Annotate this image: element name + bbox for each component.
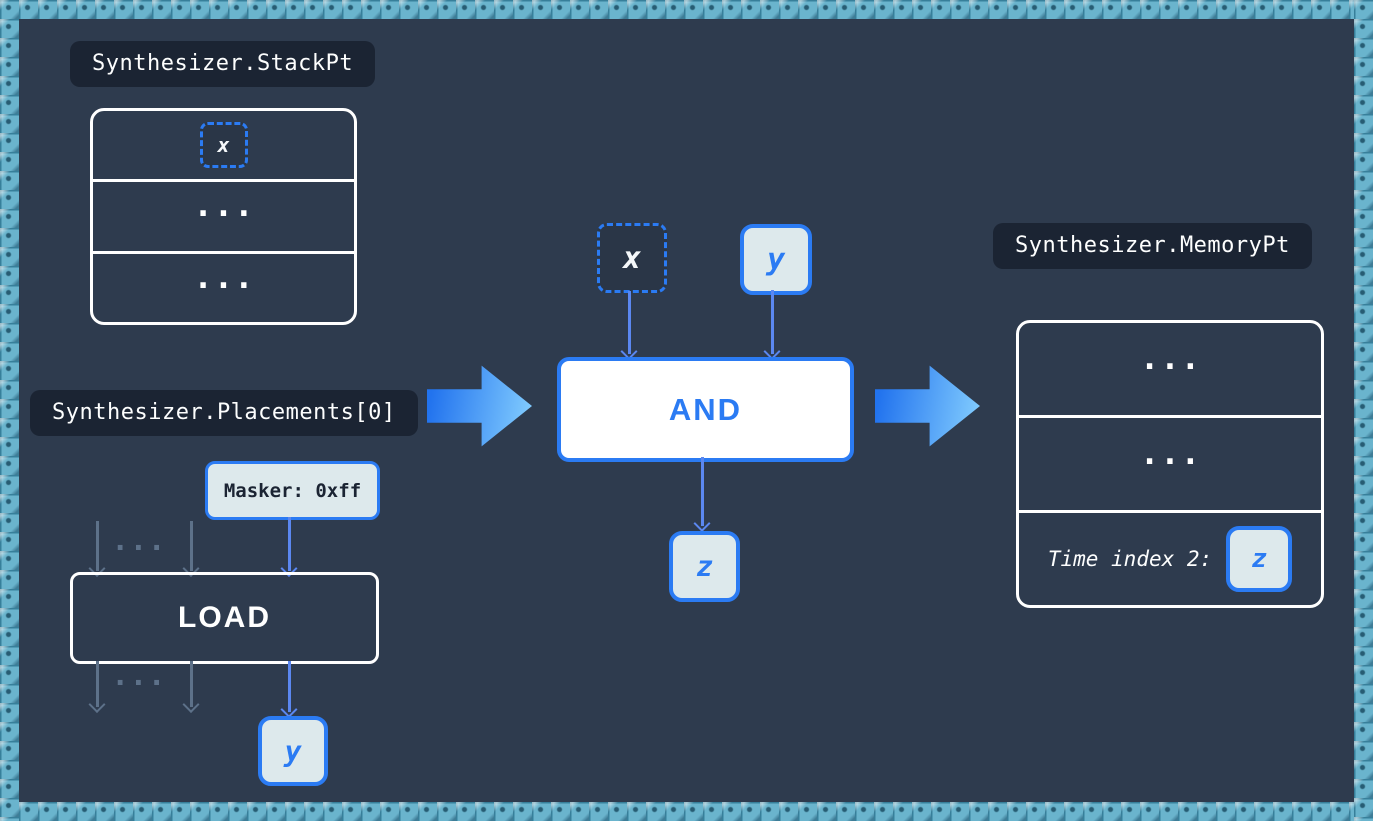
stack-var-letter: x xyxy=(217,133,230,158)
arrow-into-load-1 xyxy=(96,521,99,571)
stack-title: Synthesizer.StackPt xyxy=(70,41,376,87)
stack-var-chip: x xyxy=(199,122,248,169)
memory-title: Synthesizer.MemoryPt xyxy=(993,223,1312,269)
memory-row-1-ellipsis: ... xyxy=(1143,342,1206,377)
gate-input-y-letter: y xyxy=(766,242,786,277)
placements-output-chip: y xyxy=(258,716,328,786)
memory-row-1: ... xyxy=(1019,323,1321,415)
and-gate-box: AND xyxy=(557,357,854,462)
stack-row-2: ... xyxy=(93,179,354,250)
flow-arrow-left-icon xyxy=(427,365,532,447)
arrow-into-load-2 xyxy=(190,521,193,571)
stack-row-3-ellipsis: ... xyxy=(197,260,259,296)
memory-row-3: Time index 2: z xyxy=(1019,510,1321,605)
masker-box: Masker: 0xff xyxy=(205,461,380,520)
gate-input-x-letter: x xyxy=(622,240,642,276)
border-tiles-left xyxy=(0,0,19,821)
border-tiles-top xyxy=(0,0,1373,19)
memory-z-chip: z xyxy=(1226,526,1293,592)
arrow-and-to-z xyxy=(701,457,704,526)
load-bottom-ellipsis: ... xyxy=(115,661,170,692)
gate-input-y-chip: y xyxy=(740,224,812,295)
stack-row-2-ellipsis: ... xyxy=(197,189,259,225)
placements-title: Synthesizer.Placements[0] xyxy=(30,390,418,436)
gate-output-chip: z xyxy=(669,531,740,602)
memory-row-2: ... xyxy=(1019,415,1321,510)
memory-table: ... ... Time index 2: z xyxy=(1016,320,1324,608)
flow-arrow-right-icon xyxy=(875,365,980,447)
load-box: LOAD xyxy=(70,572,379,664)
arrow-out-of-load-1 xyxy=(96,661,99,707)
arrow-load-to-y xyxy=(288,661,291,712)
load-top-ellipsis: ... xyxy=(115,526,170,557)
border-tiles-right xyxy=(1354,0,1373,821)
stack-table: x ... ... xyxy=(90,108,357,325)
placements-output-letter: y xyxy=(284,734,302,768)
arrow-masker-to-load xyxy=(288,517,291,571)
arrow-x-to-and xyxy=(628,291,631,354)
gate-output-letter: z xyxy=(696,550,713,583)
memory-time-index-label: Time index 2: xyxy=(1047,547,1213,571)
arrow-y-to-and xyxy=(771,290,774,354)
border-tiles-bottom xyxy=(0,802,1373,821)
gate-input-x-chip: x xyxy=(597,223,667,293)
stack-row-1: x xyxy=(93,111,354,179)
arrow-out-of-load-2 xyxy=(190,661,193,707)
memory-row-2-ellipsis: ... xyxy=(1143,437,1206,472)
stack-row-3: ... xyxy=(93,250,354,322)
memory-z-letter: z xyxy=(1251,544,1268,574)
